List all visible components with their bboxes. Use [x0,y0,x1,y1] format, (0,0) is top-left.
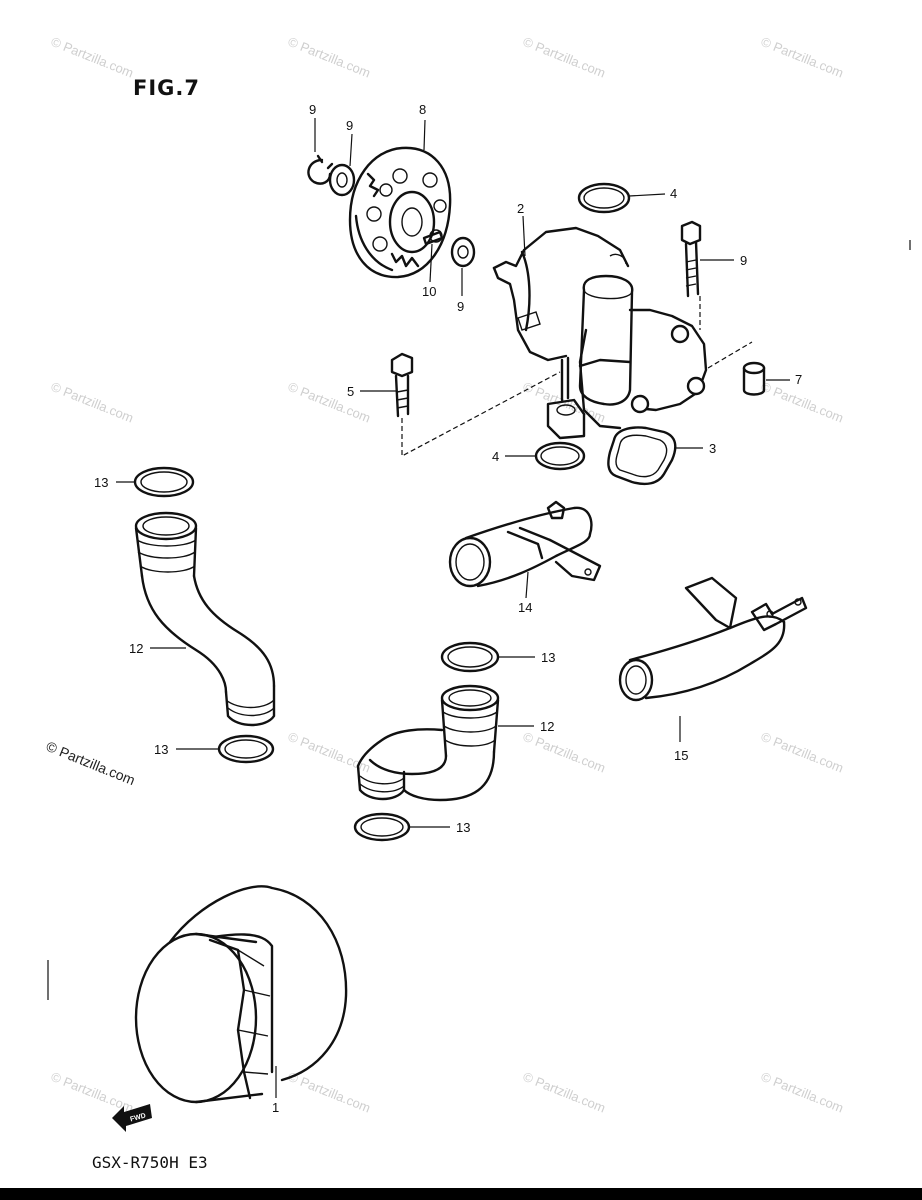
callout-10: 10 [422,284,436,299]
bottom-border [0,1188,922,1200]
part-1-oil-filter [134,885,348,1104]
part-5-bolt [390,352,414,418]
part-2-oil-pump [492,226,708,440]
callout-3: 3 [709,441,716,456]
fwd-label: FWD [129,1113,146,1124]
figure-title: FIG.7 [133,76,200,100]
part-4-o-ring [577,182,631,214]
part-15-oil-pipe [618,576,808,702]
part-11-circlip [307,154,334,185]
watermark: © Partzilla.com [759,379,846,426]
part-9-washer [450,236,476,268]
part-13-o-ring [440,641,500,673]
watermark: © Partzilla.com [521,729,608,776]
part-4-o-ring [534,441,586,471]
watermark: © Partzilla.com [759,1069,846,1116]
callout-8: 8 [419,102,426,117]
callout-6: 9 [740,253,747,268]
part-7-dowel [742,361,766,396]
callout-13: 13 [541,650,555,665]
watermark: © Partzilla.com [286,34,373,81]
part-12-oil-pipe [134,511,276,727]
part-13-o-ring [353,812,411,842]
callout-2: 2 [517,201,524,216]
callout-15: 15 [674,748,688,763]
part-8-gear [348,146,452,279]
watermark: © Partzilla.com [286,1069,373,1116]
part-13-o-ring [133,466,195,498]
part-10-pin [422,230,444,246]
assembly-line [707,341,753,369]
assembly-line [401,371,561,457]
callout-9: 9 [457,299,464,314]
watermark: © Partzilla.com [49,379,136,426]
callout-4: 4 [492,449,499,464]
callout-4: 4 [670,186,677,201]
callout-14: 14 [518,600,532,615]
part-9-washer [328,163,356,197]
callout-13: 13 [154,742,168,757]
callout-7: 7 [795,372,802,387]
watermark: © Partzilla.com [521,34,608,81]
fwd-arrow-icon: FWD [112,1104,152,1132]
callout-11: 9 [309,102,316,117]
watermark: © Partzilla.com [759,729,846,776]
part-12-oil-pipe [356,684,500,802]
part-6-bolt [680,220,702,298]
callout-9: 9 [346,118,353,133]
callout-1: 1 [272,1100,279,1115]
watermark: © Partzilla.com [286,729,373,776]
watermark: © Partzilla.com [521,1069,608,1116]
part-14-oil-pipe [448,500,602,588]
callout-12: 12 [540,719,554,734]
part-13-o-ring [217,734,275,764]
callout-5: 5 [347,384,354,399]
model-code: GSX-R750H E3 [92,1153,208,1172]
callout-13: 13 [94,475,108,490]
part-3-gasket [607,426,677,486]
watermark: © Partzilla.com [286,379,373,426]
callouts: 9 9 8 10 9 2 4 9 7 5 4 3 13 [94,102,802,1115]
callout-12: 12 [129,641,143,656]
watermark: © Partzilla.com [759,34,846,81]
watermark: © Partzilla.com [49,34,136,81]
callout-13: 13 [456,820,470,835]
